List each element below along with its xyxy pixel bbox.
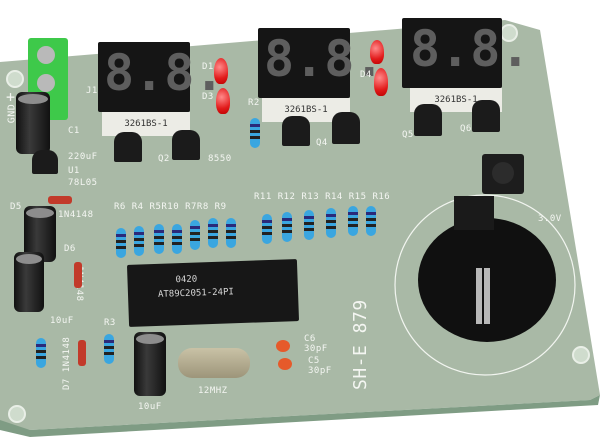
resistor (326, 208, 336, 238)
u1-part: 78L05 (68, 178, 98, 188)
mount-hole-icon (572, 346, 590, 364)
q2-value: 8550 (208, 154, 232, 164)
transistor-q3 (282, 116, 310, 146)
resistor-r3 (104, 334, 114, 364)
q2-label: Q2 (158, 154, 170, 164)
d7-label: D7 1N4148 (62, 336, 72, 390)
resistor (366, 206, 376, 236)
c2-value: 10uF (138, 402, 162, 412)
seven-seg-display-3: 8.8. (402, 18, 530, 88)
resistor (190, 220, 200, 250)
battery-clip (454, 196, 494, 230)
resistor (282, 212, 292, 242)
resistor-r1 (36, 338, 46, 368)
q5-label: Q5 (402, 130, 414, 140)
r2-label: R2 (248, 98, 260, 108)
seven-seg-display-2: 8.8. (258, 28, 384, 98)
resistor (208, 218, 218, 248)
resistor-r2 (250, 118, 260, 148)
capacitor-c5-icon (278, 358, 292, 370)
c1-label: C1 (68, 126, 80, 136)
capacitor-c2 (134, 332, 166, 396)
board-label: SH-E 879 (350, 299, 371, 390)
tactile-button (482, 154, 524, 194)
mcu-chip: 0420 AT89C2051-24PI (126, 259, 300, 327)
diode-d6-icon (74, 262, 82, 288)
led-d4-icon (370, 40, 384, 64)
resistor (116, 228, 126, 258)
resistor (134, 226, 144, 256)
q4-label: Q4 (316, 138, 328, 148)
diode-d5-icon (48, 196, 72, 204)
d5-part: 1N4148 (58, 210, 94, 220)
d3-label: D3 (202, 92, 214, 102)
resistor-row1-labels: R6 R4 R5R10 R7R8 R9 (114, 202, 227, 212)
d6-label: D6 (64, 244, 76, 254)
transistor-q6 (472, 100, 500, 132)
resistor (226, 218, 236, 248)
led-d2-icon (374, 68, 388, 96)
transistor-q1 (114, 132, 142, 162)
battery-holder (418, 218, 556, 342)
led-d1-icon (214, 58, 228, 84)
capacitor-c1 (16, 92, 50, 154)
mcu-date: 0420 (175, 274, 198, 286)
seven-seg-display-1: 8.8. (98, 42, 224, 112)
mcu-part: AT89C2051-24PI (157, 287, 235, 300)
plus-label: + (6, 88, 16, 106)
resistor (304, 210, 314, 240)
c3-value: 10uF (50, 316, 74, 326)
q6-label: Q6 (460, 124, 472, 134)
transistor-q4 (332, 112, 360, 144)
u1-label: U1 (68, 166, 80, 176)
diode-d7-icon (78, 340, 86, 366)
d1-label: D1 (202, 62, 214, 72)
r3-label: R3 (104, 318, 116, 328)
transistor-q5 (414, 104, 442, 136)
crystal-label: 12MHZ (198, 386, 228, 396)
resistor (154, 224, 164, 254)
mount-hole-icon (6, 70, 24, 88)
resistor (348, 206, 358, 236)
battery-voltage-label: 3.0V (538, 214, 562, 224)
led-d3-icon (216, 88, 230, 114)
mount-hole-icon (8, 405, 26, 423)
capacitor-c3 (14, 252, 44, 312)
d4-label: D4 (360, 70, 372, 80)
capacitor-c6-icon (276, 340, 290, 352)
d5-label: D5 (10, 202, 22, 212)
resistor-row2-labels: R11 R12 R13 R14 R15 R16 (254, 192, 391, 202)
resistor (262, 214, 272, 244)
transistor-q2 (172, 130, 200, 160)
resistor (172, 224, 182, 254)
c1-value: 220uF (68, 152, 98, 162)
regulator-u1 (32, 150, 58, 174)
j1-label: J1 (86, 86, 98, 96)
crystal-oscillator (178, 348, 250, 378)
